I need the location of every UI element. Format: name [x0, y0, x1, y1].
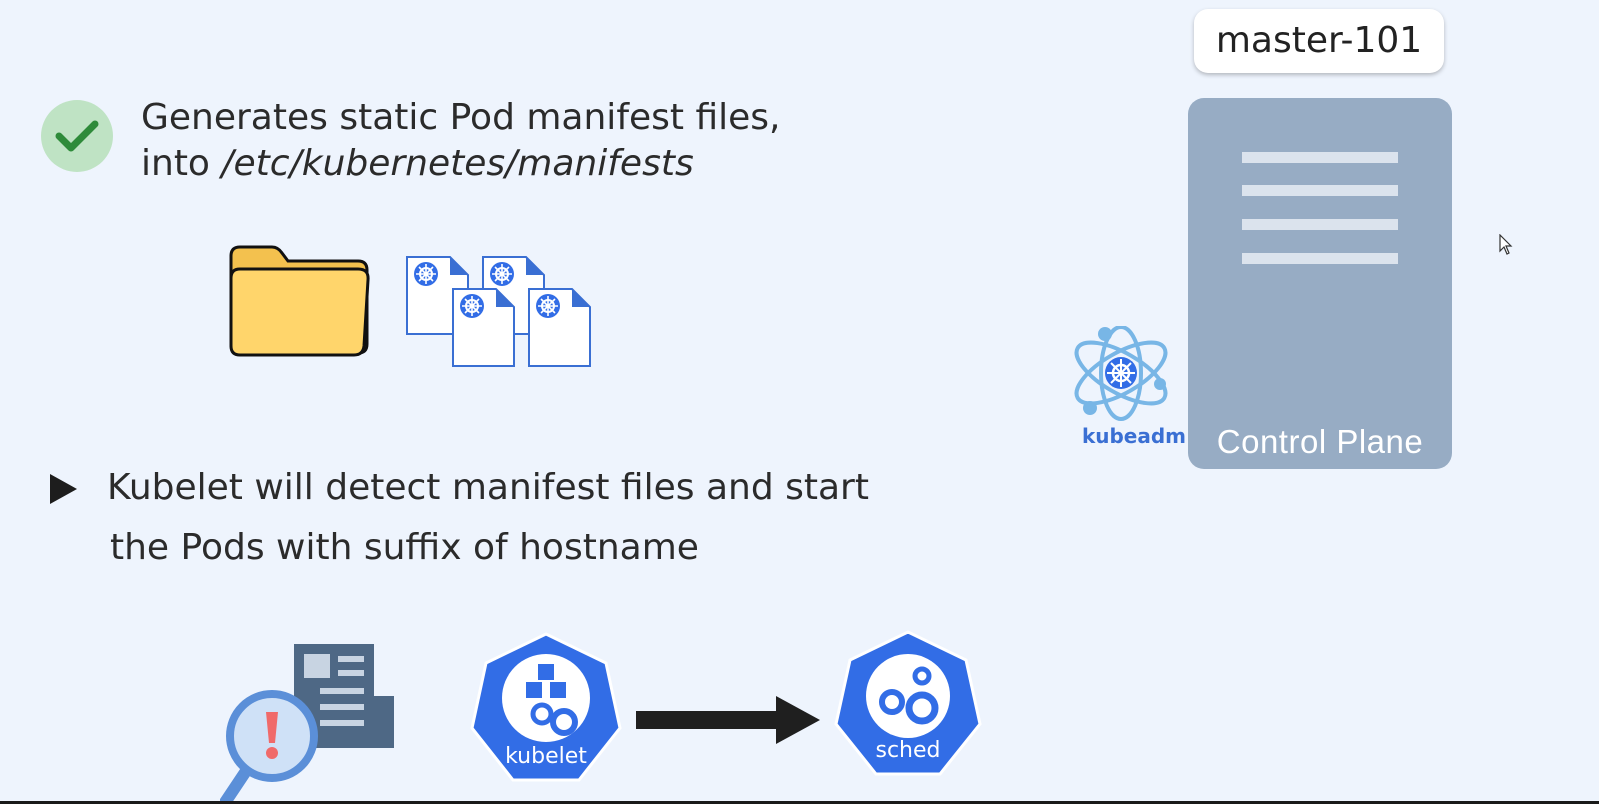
server-line — [1242, 185, 1398, 196]
manifest-files-icon — [406, 256, 591, 367]
step-text-prefix: into — [141, 143, 222, 184]
step-text-line2: into /etc/kubernetes/manifests — [141, 142, 694, 186]
manifest-path: /etc/kubernetes/manifests — [221, 143, 694, 184]
scheduler-logo: sched — [834, 630, 982, 782]
mouse-cursor-icon — [1499, 234, 1513, 255]
bullet-triangle-icon — [50, 474, 77, 504]
folder-icon — [229, 245, 370, 357]
kubeadm-logo-icon — [1074, 326, 1168, 421]
kubeadm-label: kubeadm — [1081, 424, 1187, 448]
bullet-text-line1: Kubelet will detect manifest files and s… — [107, 467, 869, 508]
scheduler-label: sched — [875, 738, 941, 763]
server-line — [1242, 219, 1398, 230]
bullet-text-line2: the Pods with suffix of hostname — [110, 527, 699, 568]
control-plane-label: Control Plane — [1216, 423, 1424, 460]
kubelet-label: kubelet — [505, 744, 587, 769]
bottom-divider — [0, 801, 1599, 804]
server-line — [1242, 152, 1398, 163]
kubelet-logo: kubelet — [470, 632, 622, 788]
node-name-label: master-101 — [1194, 9, 1444, 73]
step-text-line1: Generates static Pod manifest files, — [141, 97, 781, 138]
control-plane-box: Control Plane — [1188, 98, 1452, 469]
server-line — [1242, 253, 1398, 264]
arrow-right-icon — [636, 696, 820, 744]
inspect-document-icon — [220, 644, 394, 804]
check-circle-icon — [41, 100, 113, 172]
